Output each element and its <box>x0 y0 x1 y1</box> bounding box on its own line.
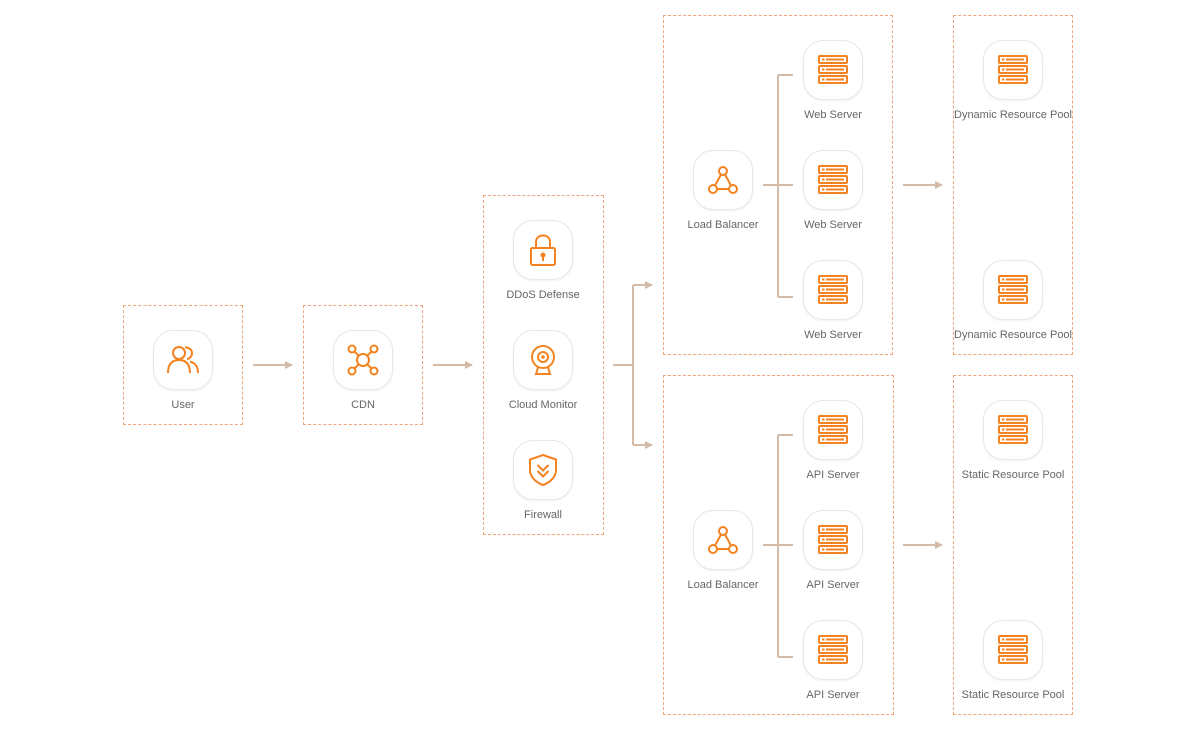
users-icon <box>153 330 213 390</box>
server-icon <box>803 620 863 680</box>
server-icon <box>983 260 1043 320</box>
tree-lb-top-to-web <box>763 74 793 298</box>
static-resource-pool-node: Static Resource Pool <box>953 620 1073 702</box>
api-server-label: API Server <box>806 579 860 591</box>
server-icon <box>803 400 863 460</box>
tree-lb-bottom-to-api <box>763 434 793 658</box>
api-server-label: API Server <box>806 469 860 481</box>
user-label: User <box>171 399 195 411</box>
api-server-node: API Server <box>773 620 893 702</box>
server-icon <box>983 40 1043 100</box>
load-balancer-label: Load Balancer <box>687 219 759 231</box>
webcam-icon <box>513 330 573 390</box>
cloud-monitor-node: Cloud Monitor <box>483 330 603 412</box>
cdn-node: CDN <box>303 330 423 412</box>
server-icon <box>803 260 863 320</box>
server-icon <box>983 400 1043 460</box>
dynamic-pool-group <box>953 15 1073 355</box>
cloud-monitor-label: Cloud Monitor <box>508 399 578 411</box>
dynamic-resource-pool-node: Dynamic Resource Pool <box>953 40 1073 122</box>
static-resource-pool-label: Static Resource Pool <box>961 689 1065 701</box>
cdn-group <box>303 305 423 425</box>
lock-icon <box>513 220 573 280</box>
firewall-label: Firewall <box>524 509 562 521</box>
server-icon <box>803 150 863 210</box>
load-balancer-label: Load Balancer <box>687 579 759 591</box>
load-balancer-node-bottom: Load Balancer <box>663 510 783 592</box>
firewall-node: Firewall <box>483 440 603 522</box>
static-pool-group <box>953 375 1073 715</box>
ddos-defense-label: DDoS Defense <box>506 289 580 301</box>
web-server-node: Web Server <box>773 40 893 122</box>
server-icon <box>803 510 863 570</box>
user-node: User <box>123 330 243 412</box>
web-server-label: Web Server <box>804 109 862 121</box>
ddos-defense-node: DDoS Defense <box>483 220 603 302</box>
cdn-label: CDN <box>351 399 375 411</box>
fork-security-to-balancers <box>613 281 653 449</box>
web-server-label: Web Server <box>804 329 862 341</box>
web-tier-group <box>663 15 893 355</box>
api-server-node: API Server <box>773 510 893 592</box>
dynamic-resource-pool-label: Dynamic Resource Pool <box>954 109 1072 121</box>
web-server-node: Web Server <box>773 260 893 342</box>
user-group <box>123 305 243 425</box>
server-icon <box>983 620 1043 680</box>
web-server-label: Web Server <box>804 219 862 231</box>
web-server-node: Web Server <box>773 150 893 232</box>
static-resource-pool-node: Static Resource Pool <box>953 400 1073 482</box>
load-balancer-icon <box>693 150 753 210</box>
dynamic-resource-pool-node: Dynamic Resource Pool <box>953 260 1073 342</box>
security-group <box>483 195 604 535</box>
api-tier-group <box>663 375 894 715</box>
load-balancer-node-top: Load Balancer <box>663 150 783 232</box>
server-icon <box>803 40 863 100</box>
dynamic-resource-pool-label: Dynamic Resource Pool <box>954 329 1072 341</box>
shield-icon <box>513 440 573 500</box>
network-hub-icon <box>333 330 393 390</box>
api-server-label: API Server <box>806 689 860 701</box>
load-balancer-icon <box>693 510 753 570</box>
static-resource-pool-label: Static Resource Pool <box>961 469 1065 481</box>
api-server-node: API Server <box>773 400 893 482</box>
